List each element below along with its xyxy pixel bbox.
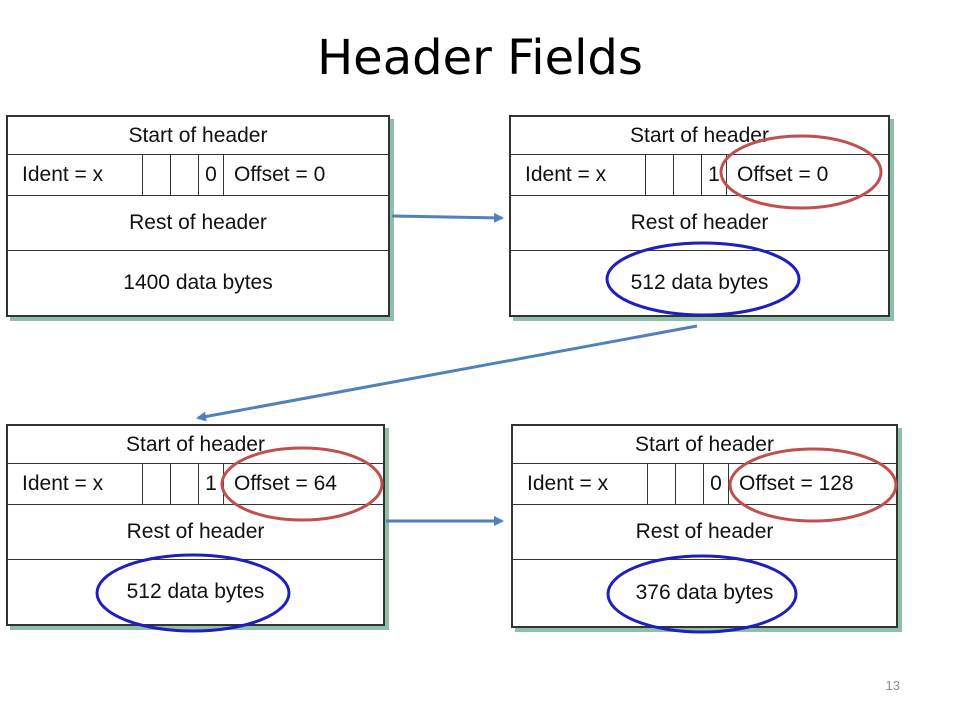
flag-cell [143, 464, 171, 504]
ident-field: Ident = x [511, 155, 646, 195]
ident-field: Ident = x [513, 464, 648, 504]
packet-fragment-1: Start of header Ident = x 1 Offset = 0 R… [509, 115, 890, 317]
rest-of-header-row: Rest of header [8, 196, 388, 251]
start-of-header-row: Start of header [8, 117, 388, 155]
offset-field: Offset = 0 [234, 163, 326, 186]
slide-title: Header Fields [317, 30, 643, 86]
packet-fragment-2: Start of header Ident = x 1 Offset = 64 … [6, 424, 385, 626]
flag-cell [143, 155, 171, 195]
ident-row: Ident = x 0 Offset = 128 [513, 464, 896, 505]
more-fragments-flag: 1 [199, 464, 224, 504]
flag-cell [171, 155, 199, 195]
arrow-to-fragment-2 [196, 324, 698, 422]
ident-field: Ident = x [8, 155, 143, 195]
rest-of-header-row: Rest of header [8, 505, 383, 560]
more-fragments-flag: 0 [199, 155, 224, 195]
rest-of-header-row: Rest of header [513, 505, 896, 560]
more-fragments-flag: 0 [704, 464, 729, 504]
packet-fragment-3: Start of header Ident = x 0 Offset = 128… [511, 424, 898, 628]
start-of-header-row: Start of header [8, 426, 383, 464]
packet-original: Start of header Ident = x 0 Offset = 0 R… [6, 115, 390, 317]
ident-row: Ident = x 1 Offset = 0 [511, 155, 888, 196]
rest-of-header-row: Rest of header [511, 196, 888, 251]
ident-row: Ident = x 0 Offset = 0 [8, 155, 388, 196]
flag-cell [676, 464, 704, 504]
data-bytes-row: 1400 data bytes [123, 271, 273, 294]
start-of-header-row: Start of header [513, 426, 896, 464]
arrow-to-fragment-1 [391, 212, 504, 223]
offset-field: Offset = 128 [739, 472, 854, 495]
data-bytes-row: 512 data bytes [126, 580, 265, 603]
ident-field: Ident = x [8, 464, 143, 504]
offset-field: Offset = 64 [234, 472, 337, 495]
flag-cell [646, 155, 674, 195]
more-fragments-flag: 1 [702, 155, 727, 195]
flag-cell [648, 464, 676, 504]
offset-field: Offset = 0 [737, 163, 829, 186]
ident-row: Ident = x 1 Offset = 64 [8, 464, 383, 505]
start-of-header-row: Start of header [511, 117, 888, 155]
flag-cell [674, 155, 702, 195]
data-bytes-row: 512 data bytes [630, 271, 769, 294]
page-number: 13 [885, 678, 900, 693]
data-bytes-row: 376 data bytes [635, 581, 774, 604]
flag-cell [171, 464, 199, 504]
